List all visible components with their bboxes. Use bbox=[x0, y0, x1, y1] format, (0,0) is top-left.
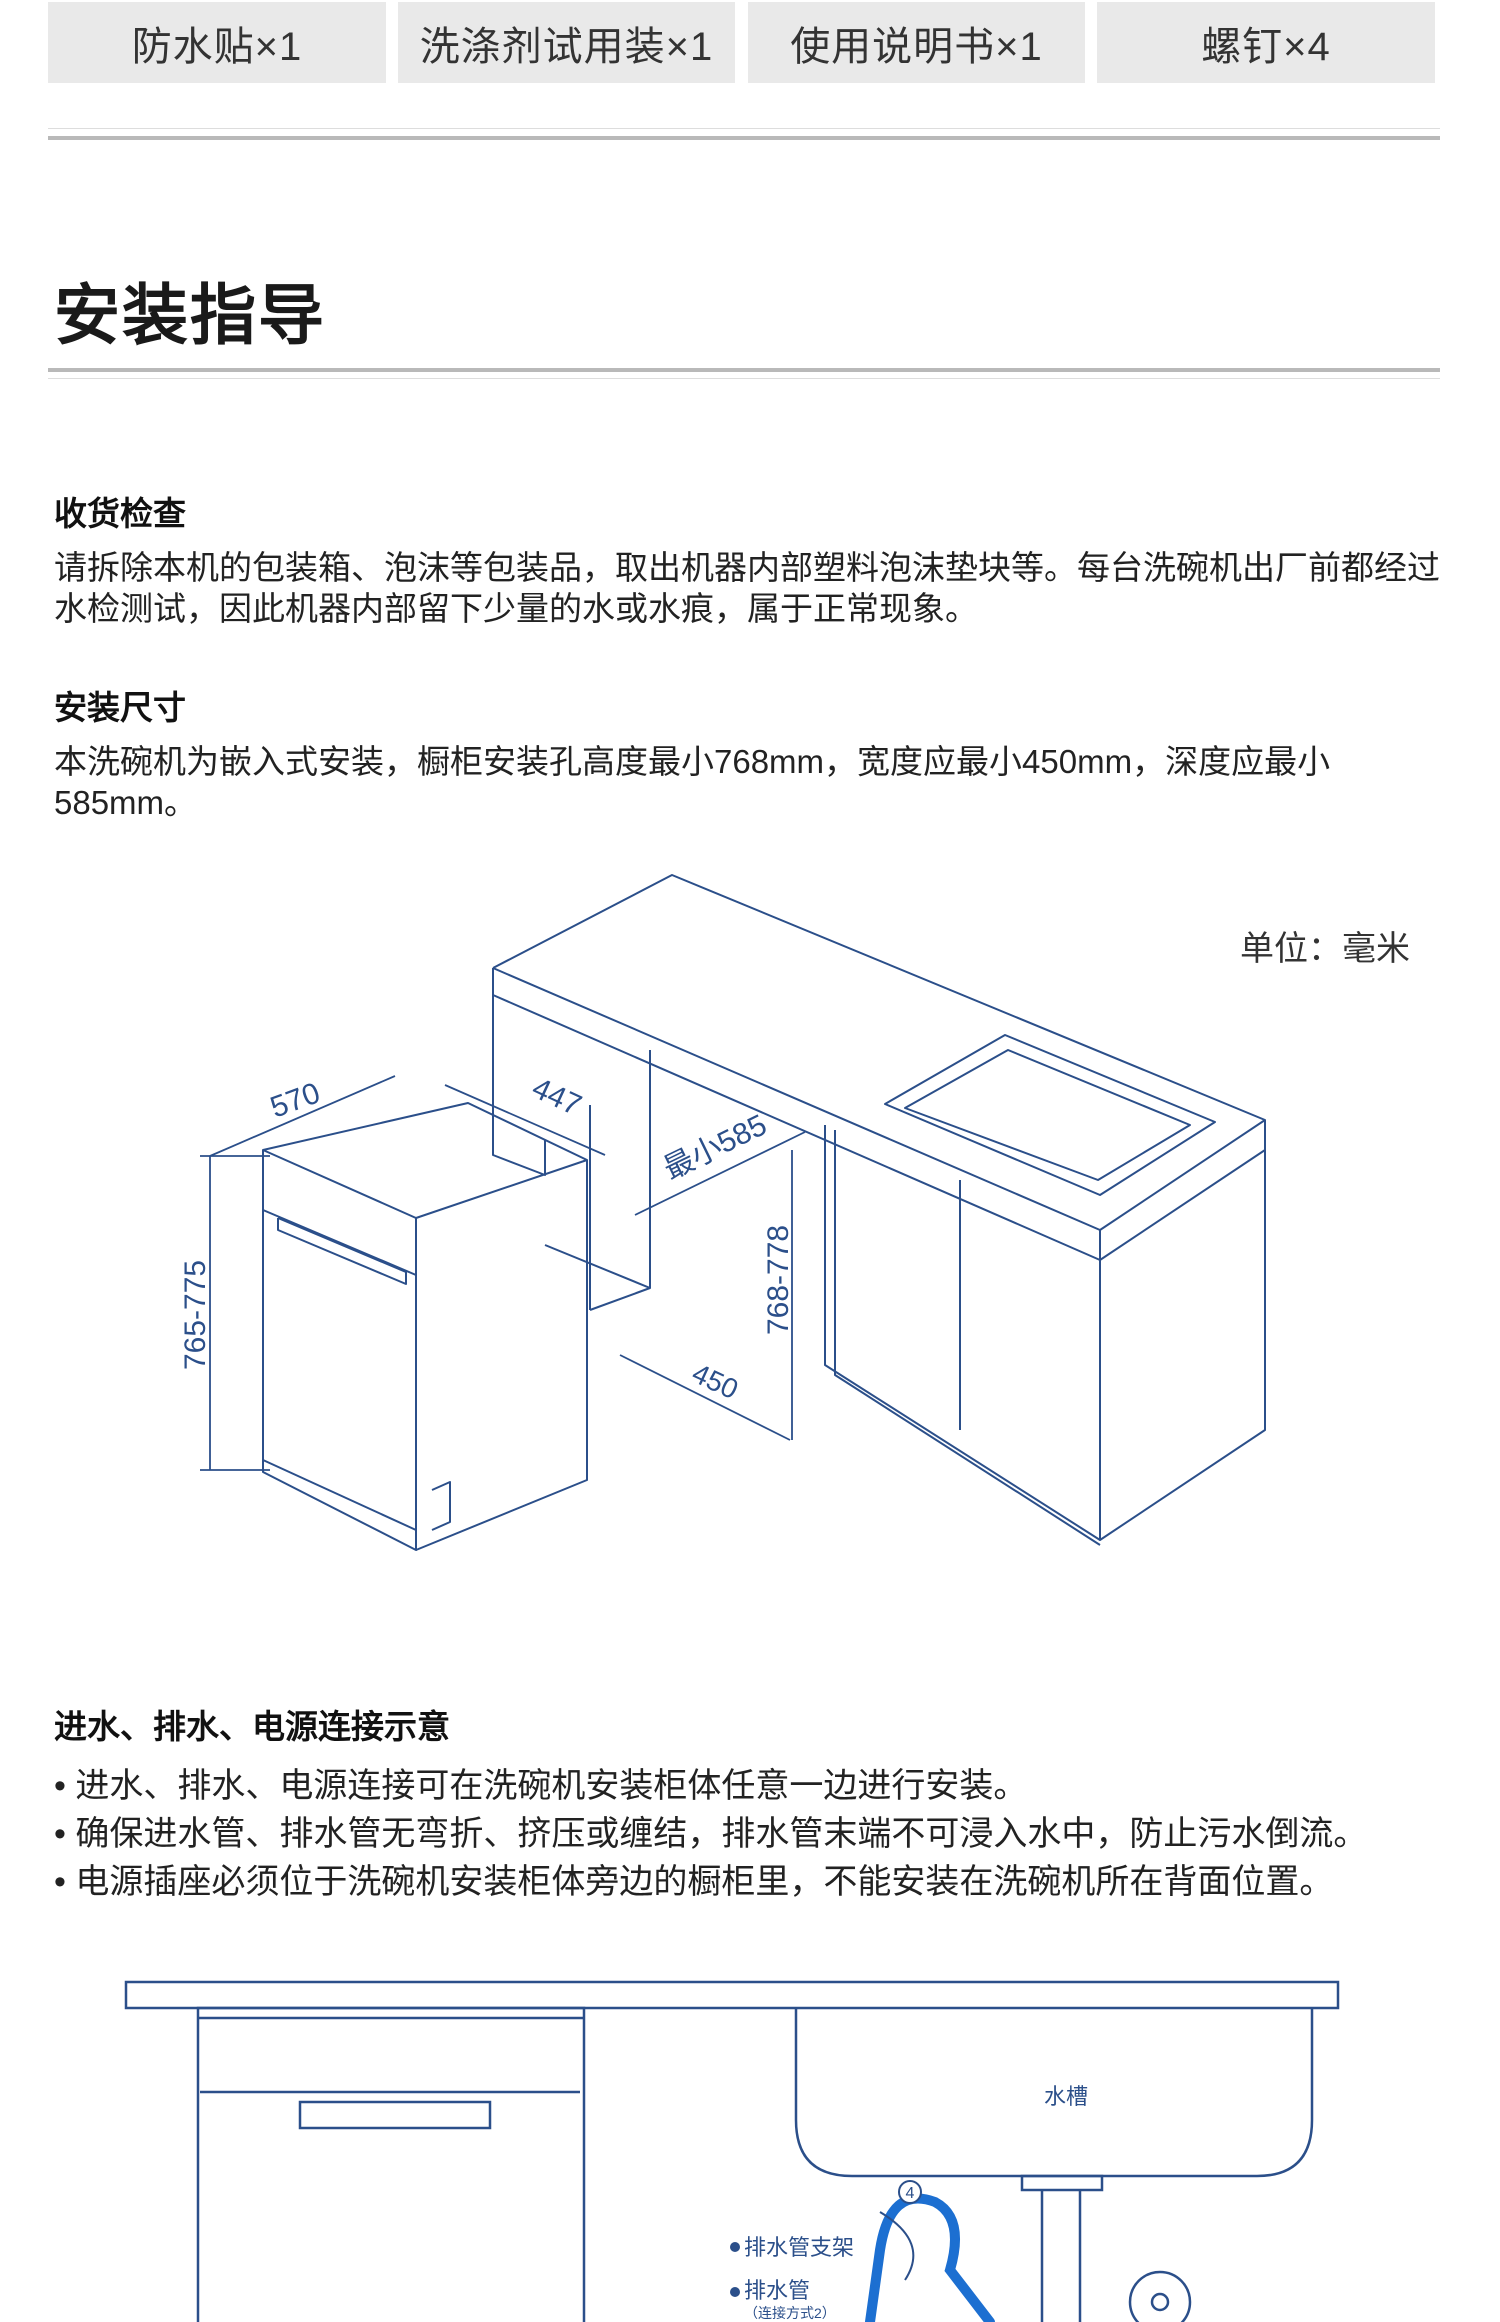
receipt-heading: 收货检查 bbox=[54, 495, 186, 532]
dim-765-775-label: 765-775 bbox=[179, 1260, 212, 1370]
divider bbox=[48, 378, 1440, 379]
accessory-tab-detergent-sample: 洗涤剂试用装×1 bbox=[398, 2, 735, 83]
sink-outline bbox=[884, 1034, 1216, 1196]
list-item: 进水、排水、电源连接可在洗碗机安装柜体任意一边进行安装。 bbox=[54, 1762, 1474, 1810]
sink-label: 水槽 bbox=[1044, 2084, 1088, 2109]
accessory-label: 洗涤剂试用装×1 bbox=[419, 24, 714, 69]
dishwasher-body bbox=[262, 1150, 417, 1551]
cabinet-left bbox=[492, 995, 546, 1176]
sink-inner bbox=[904, 1049, 1191, 1181]
dim-447-label: 447 bbox=[527, 1071, 586, 1122]
hose-bracket-label: 排水管支架 bbox=[744, 2235, 854, 2260]
dishwasher-outline bbox=[196, 2006, 586, 2322]
dim-450-label: 450 bbox=[687, 1357, 742, 1405]
accessory-label: 防水贴×1 bbox=[131, 24, 303, 69]
dim-768-778-label: 768-778 bbox=[762, 1225, 795, 1335]
accessory-tab-waterproof-sticker: 防水贴×1 bbox=[48, 2, 386, 83]
section-title: 安装指导 bbox=[54, 278, 326, 352]
connection-bullet-list: 进水、排水、电源连接可在洗碗机安装柜体任意一边进行安装。 确保进水管、排水管无弯… bbox=[54, 1762, 1474, 1906]
hose-note-label: （连接方式2） bbox=[744, 2305, 836, 2321]
divider bbox=[48, 368, 1440, 372]
size-heading: 安装尺寸 bbox=[54, 689, 186, 726]
unit-label: 单位：毫米 bbox=[1240, 930, 1410, 968]
hose-label: 排水管 bbox=[744, 2278, 810, 2303]
receipt-text: 请拆除本机的包装箱、泡沫等包装品，取出机器内部塑料泡沫垫块等。每台洗碗机出厂前都… bbox=[54, 549, 1440, 627]
list-item: 确保进水管、排水管无弯折、挤压或缠结，排水管末端不可浸入水中，防止污水倒流。 bbox=[54, 1810, 1474, 1858]
dishwasher-handle bbox=[298, 2100, 492, 2130]
connection-heading: 进水、排水、电源连接示意 bbox=[54, 1708, 450, 1745]
accessory-label: 使用说明书×1 bbox=[790, 24, 1043, 69]
size-text: 本洗碗机为嵌入式安装，橱柜安装孔高度最小768mm，宽度应最小450mm，深度应… bbox=[54, 743, 1331, 821]
countertop bbox=[492, 874, 1266, 1231]
connection-diagram: 4 水槽 排水管支架 排水管 （连接方式2） bbox=[124, 1980, 1340, 2322]
accessory-tab-manual: 使用说明书×1 bbox=[748, 2, 1085, 83]
divider bbox=[48, 136, 1440, 140]
accessory-label: 螺钉×4 bbox=[1201, 24, 1331, 69]
countertop-front bbox=[492, 968, 1101, 1261]
drain-hose bbox=[865, 2193, 995, 2322]
marker-circle bbox=[898, 2180, 922, 2204]
accessory-tab-screws: 螺钉×4 bbox=[1097, 2, 1435, 83]
marker-label: 4 bbox=[906, 2185, 915, 2202]
divider bbox=[48, 128, 1440, 129]
dishwasher-top bbox=[262, 1102, 588, 1219]
dim-570-label: 570 bbox=[266, 1076, 324, 1124]
list-item: 电源插座必须位于洗碗机安装柜体旁边的橱柜里，不能安装在洗碗机所在背面位置。 bbox=[54, 1858, 1474, 1906]
cabinet-right bbox=[824, 1125, 1266, 1541]
countertop bbox=[124, 1980, 1340, 2010]
install-dimension-diagram: 单位：毫米 570 447 最小585 765-775 768-778 450 bbox=[179, 874, 1410, 1551]
dim-min585-label: 最小585 bbox=[659, 1108, 772, 1186]
